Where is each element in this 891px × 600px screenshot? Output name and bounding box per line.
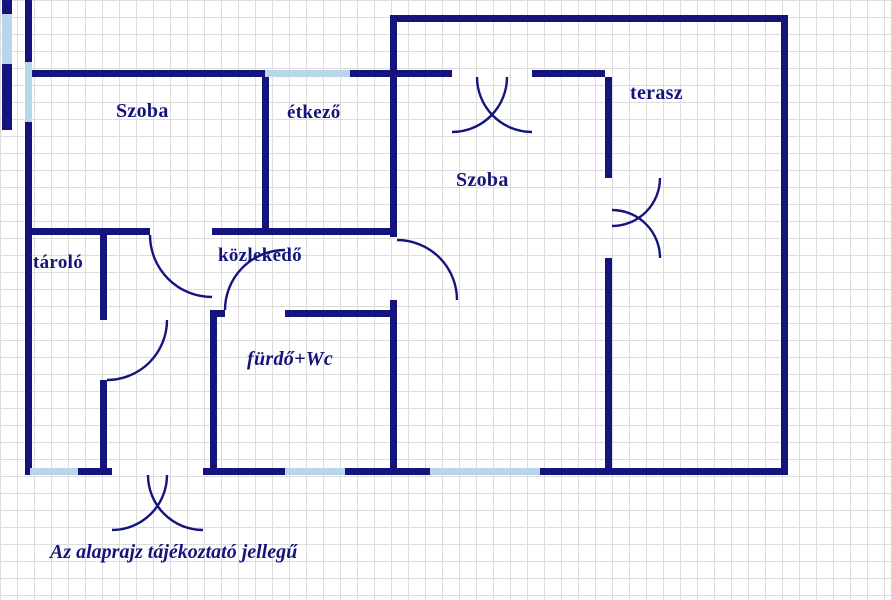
wall-bottom-e (540, 468, 788, 475)
door-arc-terrace-lower (611, 208, 662, 259)
wall-bottom-b (78, 468, 112, 475)
room-label-furdo-wc: fürdő+Wc (247, 348, 334, 370)
door-arc-entrance-right (146, 474, 204, 532)
wall-edge-stub (2, 64, 12, 130)
wall-terrace-top (390, 15, 788, 22)
wall-bottom-c (203, 468, 285, 475)
wall-left-outer (25, 0, 32, 475)
door-arc-hall-room (396, 238, 459, 301)
wall-bottom-d (345, 468, 430, 475)
wall-bottom-a (25, 468, 30, 475)
wall-top-main-b (350, 70, 452, 77)
wall-mid-vertical-b (390, 300, 397, 468)
room-label-kozlekedo: közlekedő (218, 245, 302, 266)
room-label-tarolo: tároló (33, 252, 83, 273)
wall-room-hall-b (212, 228, 390, 235)
wall-room-terrace-a (605, 77, 612, 178)
wall-bath-top-a (210, 310, 225, 317)
window-room-bottom (430, 468, 540, 475)
wall-edge-stub-top (2, 0, 12, 14)
wall-room-dining (262, 77, 269, 228)
window-bath-bottom (285, 468, 345, 475)
door-arc-room-hall (148, 234, 213, 299)
window-edge-stub (2, 14, 12, 64)
door-arc-top-double-right (475, 76, 533, 134)
wall-room-hall-a (25, 228, 150, 235)
wall-mid-vertical-a (390, 77, 397, 237)
door-arc-top-double-left (451, 76, 509, 134)
walls (2, 0, 788, 475)
wall-storage-b (100, 380, 107, 468)
window-left-wall (25, 62, 32, 122)
room-label-terasz: terasz (630, 82, 683, 104)
window-storage-bottom (30, 468, 78, 475)
wall-storage-a (100, 235, 107, 320)
windows (2, 14, 540, 475)
wall-terrace-connector (390, 22, 397, 70)
room-label-szoba-right: Szoba (456, 169, 509, 191)
doors (106, 76, 662, 532)
window-dining-top (265, 70, 350, 77)
room-label-etkezo: étkező (287, 102, 341, 123)
wall-top-main-c (532, 70, 605, 77)
door-arc-terrace-upper (611, 177, 662, 228)
door-arc-storage (106, 319, 169, 382)
wall-top-main-a (25, 70, 265, 77)
wall-bath-top-b (285, 310, 390, 317)
door-arc-entrance-left (111, 474, 169, 532)
room-label-szoba-left: Szoba (116, 100, 169, 122)
wall-room-terrace-b (605, 258, 612, 468)
wall-bath-left (210, 317, 217, 468)
disclaimer-note: Az alaprajz tájékoztató jellegű (50, 541, 298, 563)
wall-right-outer (781, 15, 788, 475)
door-arc-bath (223, 248, 286, 311)
